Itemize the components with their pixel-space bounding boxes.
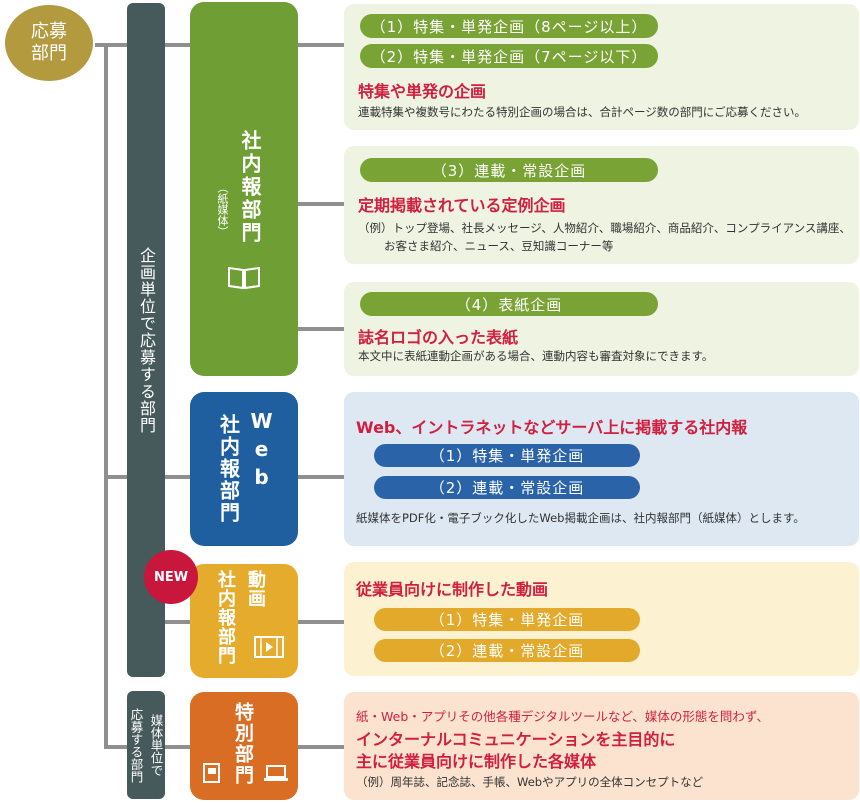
- root-label-line1: 応募: [31, 21, 67, 42]
- web-desc: 紙媒体をPDF化・電子ブック化したWeb掲載企画は、社内報部門（紙媒体）とします…: [356, 511, 805, 525]
- connector-root-v: [104, 43, 108, 749]
- booklet-icon: [202, 762, 222, 788]
- video-icon: [254, 636, 284, 662]
- paper-desc-2-line2: お客さま紹介、ニュース、豆知識コーナー等: [384, 239, 614, 253]
- paper-pill-3: （3）連載・常設企画: [360, 158, 658, 182]
- video-heading: 従業員向けに制作した動画: [356, 580, 549, 599]
- paper-pill-1: （1）特集・単発企画（8ページ以上）: [360, 14, 658, 38]
- web-pill-1: （1）特集・単発企画: [374, 444, 640, 467]
- planning-unit-label: 企画単位で応募する部門: [137, 246, 156, 434]
- special-line1: 紙・Web・アプリその他各種デジタルツールなど、媒体の形態を問わず、: [356, 709, 770, 724]
- paper-panel-1: （1）特集・単発企画（8ページ以上） （2）特集・単発企画（7ページ以下） 特集…: [344, 4, 859, 130]
- video-pill-2: （2）連載・常設企画: [374, 639, 640, 662]
- special-panel: 紙・Web・アプリその他各種デジタルツールなど、媒体の形態を問わず、 インターナ…: [344, 692, 859, 800]
- media-unit-label-col1: 媒体単位で: [148, 713, 164, 777]
- web-heading: Web、イントラネットなどサーバ上に掲載する社内報: [356, 418, 748, 437]
- media-unit-label-col2: 応募する部門: [128, 707, 144, 783]
- connector-paper-1: [298, 43, 344, 47]
- paper-panel-2: （3）連載・常設企画 定期掲載されている定例企画 （例）トップ登場、社長メッセー…: [344, 146, 859, 264]
- media-unit-bar: 媒体単位で 応募する部門: [127, 691, 165, 799]
- web-title-col2: 社内報部門: [216, 414, 241, 524]
- special-line3: 主に従業員向けに制作した各媒体: [356, 752, 597, 771]
- category-special: 特別部門: [190, 692, 298, 800]
- paper-pill-4: （4）表紙企画: [360, 292, 658, 316]
- paper-desc-2-line1: （例）トップ登場、社長メッセージ、人物紹介、職場紹介、商品紹介、コンプライアンス…: [358, 221, 851, 235]
- category-video: 動画 社内報部門: [190, 564, 298, 678]
- paper-desc-3: 本文中に表紙連動企画がある場合、連動内容も審査対象にできます。: [358, 349, 714, 363]
- category-shanaiho: 社内報部門 （紙媒体）: [190, 2, 298, 376]
- laptop-icon: [264, 764, 288, 786]
- new-badge: NEW: [144, 550, 198, 604]
- connector-paper-2: [298, 202, 344, 206]
- video-title-col2: 社内報部門: [215, 570, 236, 665]
- connector-video-h: [165, 620, 190, 624]
- paper-desc-1: 連載特集や複数号にわたる特別企画の場合は、合計ページ数の部門にご応募ください。: [358, 105, 807, 119]
- web-pill-2: （2）連載・常設企画: [374, 476, 640, 499]
- paper-pill-2: （2）特集・単発企画（7ページ以下）: [360, 44, 658, 68]
- video-pill-1: （1）特集・単発企画: [374, 608, 640, 631]
- paper-heading-3: 誌名ロゴの入った表紙: [358, 328, 519, 347]
- paper-panel-3: （4）表紙企画 誌名ロゴの入った表紙 本文中に表紙連動企画がある場合、連動内容も…: [344, 282, 859, 376]
- special-desc: （例）周年誌、記念誌、手帳、Webやアプリの全体コンセプトなど: [356, 775, 704, 789]
- root-node: 応募 部門: [5, 5, 93, 81]
- category-web: Web 社内報部門: [190, 392, 298, 546]
- paper-heading-1: 特集や単発の企画: [358, 82, 487, 101]
- new-badge-label: NEW: [153, 569, 189, 585]
- connector-special-panel: [298, 745, 344, 749]
- book-icon: [227, 264, 261, 294]
- connector-paper-3: [298, 327, 344, 331]
- video-panel: 従業員向けに制作した動画 （1）特集・単発企画 （2）連載・常設企画: [344, 562, 859, 676]
- web-panel: Web、イントラネットなどサーバ上に掲載する社内報 （1）特集・単発企画 （2）…: [344, 392, 859, 546]
- root-label-line2: 部門: [31, 43, 67, 64]
- special-line2: インターナルコミュニケーションを主目的に: [356, 730, 676, 749]
- shanaiho-subtitle: （紙媒体）: [216, 182, 229, 237]
- shanaiho-title: 社内報部門: [238, 130, 262, 245]
- connector-web-panel: [298, 475, 344, 479]
- video-title-col1: 動画: [245, 570, 266, 608]
- connector-video-panel: [298, 620, 344, 624]
- paper-heading-2: 定期掲載されている定例企画: [358, 196, 566, 215]
- special-title: 特別部門: [232, 702, 254, 786]
- video-title: 動画 社内報部門: [212, 570, 268, 665]
- web-title-col1: Web: [249, 409, 274, 493]
- web-title: Web 社内報部門: [190, 392, 298, 546]
